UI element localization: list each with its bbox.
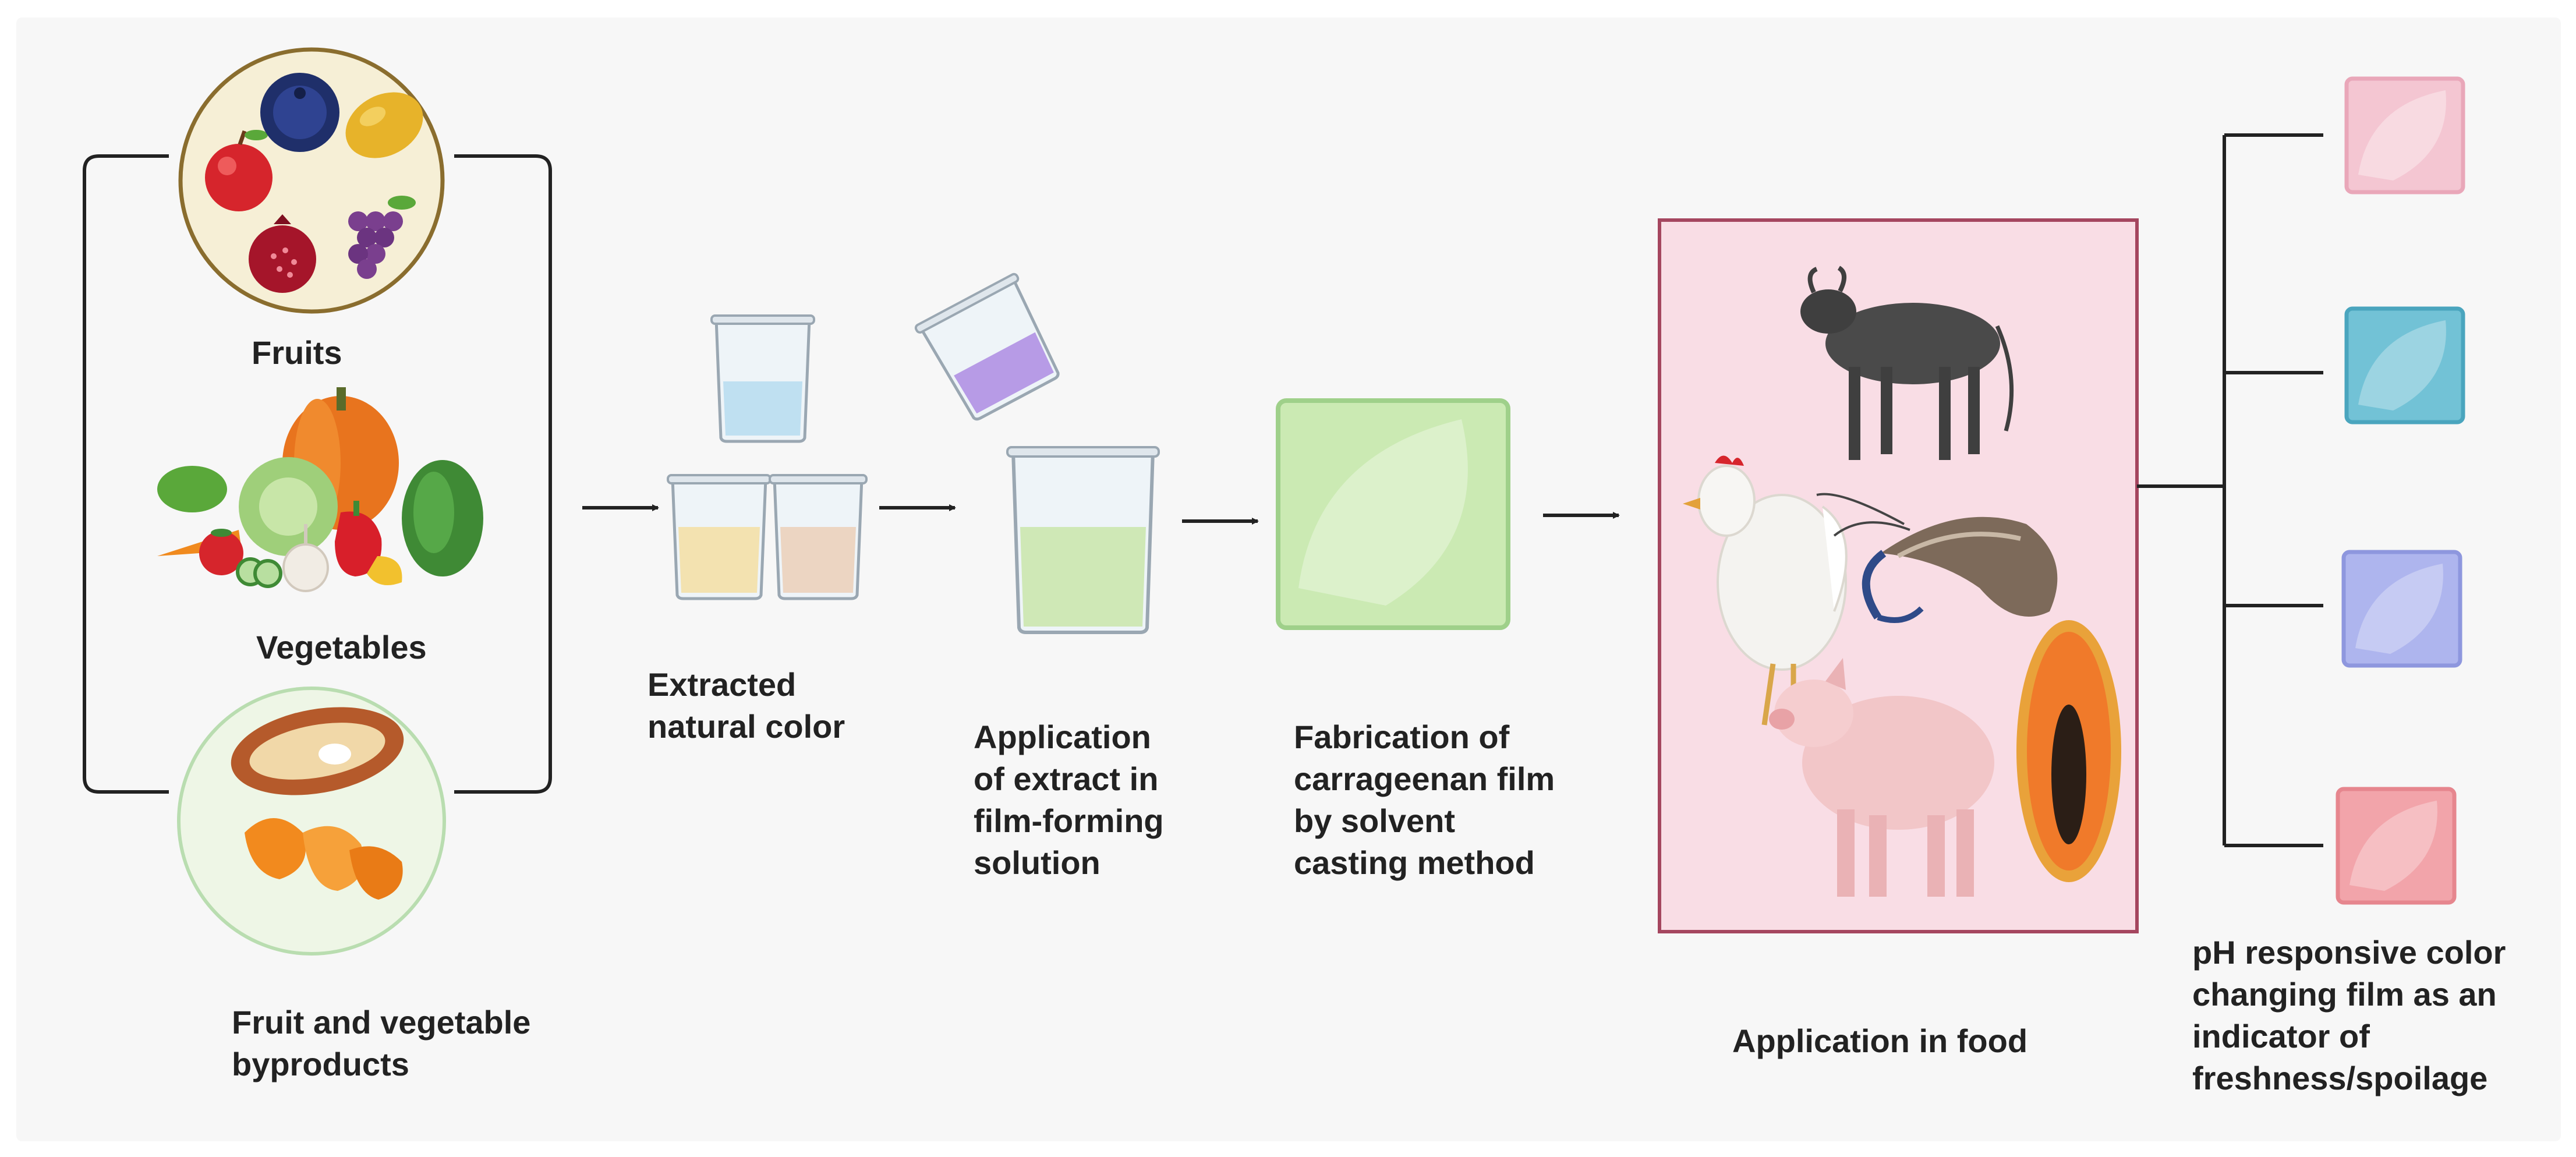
label-vegetables: Vegetables [256,629,427,666]
blueberry-icon [260,73,339,152]
fruits-illustration [178,47,445,314]
label-byproducts: Fruit and vegetable byproducts [232,1004,531,1082]
tomato-icon [199,529,243,575]
papaya-icon [2016,620,2121,882]
chicken-icon [1683,455,1848,728]
source-bracket-right [454,154,552,794]
source-bracket-left [83,154,169,794]
indicator-film-teal-icon [2344,306,2465,424]
indicator-film-lavender-icon [2341,550,2462,668]
byproducts-illustration [177,687,446,956]
indicator-film-pink-icon [2344,76,2465,194]
pig-icon [1769,658,1994,897]
label-ph-responsive-film: pH responsive color changing film as an … [2192,934,2506,1096]
film-solution-beaker-icon [1006,446,1160,634]
prawn-icon [1816,493,2058,623]
kale-icon [402,460,483,576]
carrageenan-film-icon [1276,398,1510,630]
cucumber-icon [236,557,282,588]
label-application-in-food: Application in food [1732,1022,2028,1059]
pepper-icon [335,501,402,585]
bull-icon [1800,266,2014,460]
beaker-peach-icon [769,474,868,600]
pomegranate-icon [249,214,316,293]
label-fabrication: Fabrication of carrageenan film by solve… [1294,719,1555,881]
garlic-icon [282,524,329,592]
label-fruits: Fruits [252,334,342,371]
orange-peel-icon [245,818,403,900]
apple-peel-icon [231,707,404,795]
pouring-beaker-icon [914,273,1060,421]
beaker-yellow-icon [667,474,772,600]
label-extracted-natural-color: Extracted natural color [647,666,845,745]
label-application-extract: Application of extract in film-forming s… [974,719,1164,881]
grapes-icon [348,196,416,279]
food-panel-border [1658,218,2139,933]
apple-icon [205,130,273,211]
indicator-film-salmon-icon [2336,787,2457,905]
vegetables-illustration [157,387,483,592]
mango-icon [345,92,423,158]
beaker-blue-icon [710,314,815,443]
cabbage-icon [239,457,338,556]
